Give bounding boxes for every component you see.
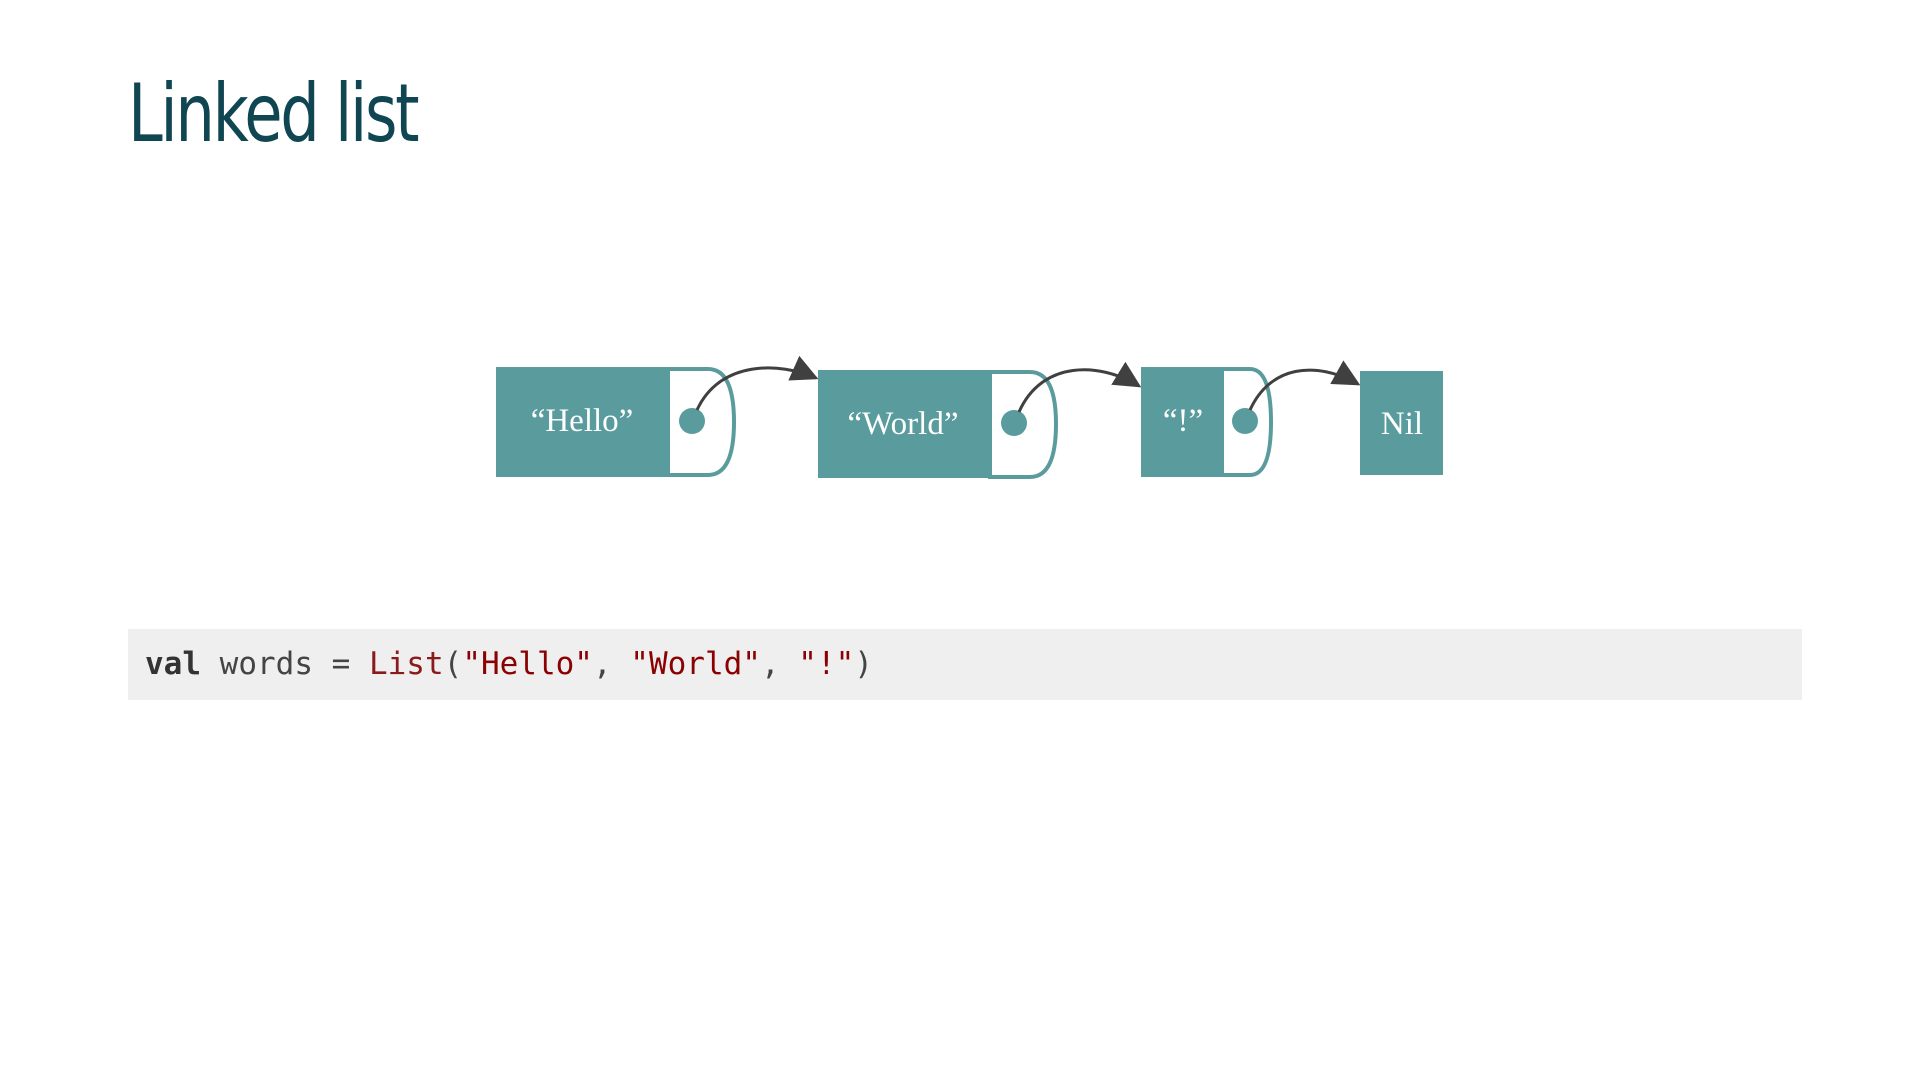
code-identifier: words = [201,646,369,682]
next-pointer-arrow [1017,361,1142,413]
code-separator: , [592,646,631,682]
next-pointer-arrow [695,355,819,411]
code-close-paren: ) [854,646,873,682]
node-value-cell [496,367,669,477]
node-value-cell [818,370,991,478]
pointer-dot [1232,408,1258,434]
list-node-hello: “Hello” [496,367,737,477]
pointer-dot [679,408,705,434]
nil-cell [1360,371,1443,475]
code-block: val words = List("Hello", "World", "!") [128,629,1802,700]
code-string-arg: "World" [630,646,761,682]
node-value-label: “!” [1163,403,1203,439]
nil-label: Nil [1381,406,1423,442]
list-node-world: “World” [818,370,1059,479]
node-value-label: “Hello” [531,403,634,439]
next-pointer-arrow [1248,360,1361,411]
code-separator: , [760,646,799,682]
code-string-arg: "!" [798,646,855,682]
list-node-exclaim: “!” [1141,367,1274,477]
node-value-cell [1141,367,1223,477]
pointer-dot [1001,410,1027,436]
code-type-name: List [368,646,444,682]
node-value-label: “World” [848,406,959,442]
code-open-paren: ( [443,646,463,682]
code-keyword: val [145,646,201,682]
list-terminal-nil: Nil [1360,371,1443,475]
slide-title: Linked list [128,67,420,160]
code-string-arg: "Hello" [462,646,593,682]
